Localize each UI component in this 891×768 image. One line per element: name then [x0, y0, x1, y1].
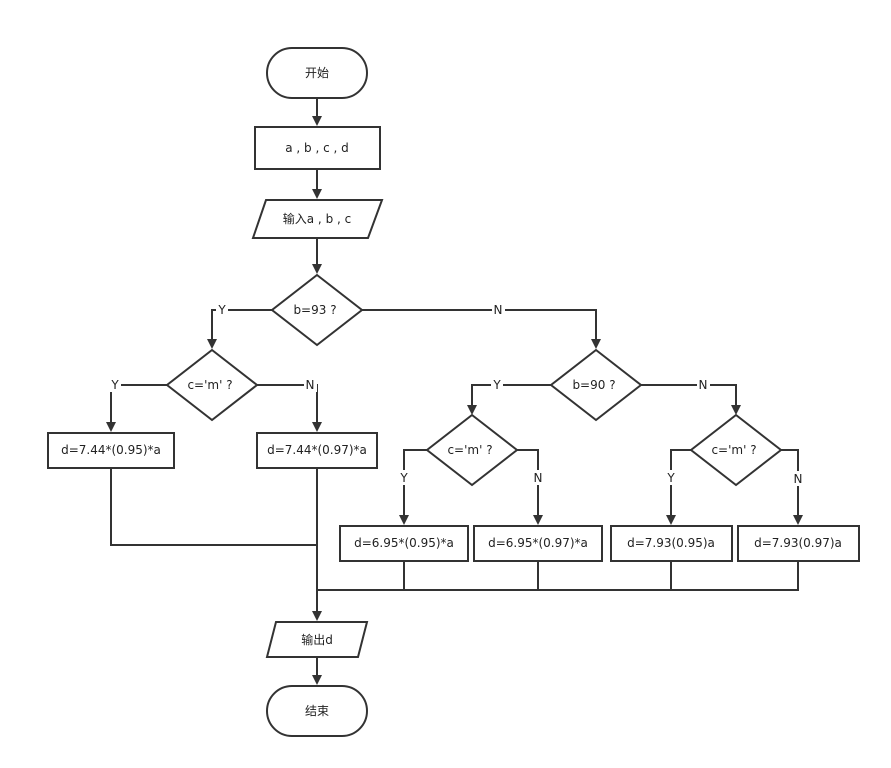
node-calc-744-95-label: d=7.44*(0.95)*a	[61, 443, 161, 457]
node-calc-695-95-label: d=6.95*(0.95)*a	[354, 536, 454, 550]
node-cond-c-right: c='m' ?	[689, 413, 783, 487]
node-cond-c-mid: c='m' ?	[425, 413, 519, 487]
node-input-label: 输入a , b , c	[283, 211, 351, 226]
node-calc-695-97: d=6.95*(0.97)*a	[473, 525, 603, 562]
node-declare: a , b , c , d	[254, 126, 381, 170]
node-cond-b90: b=90 ?	[549, 348, 643, 422]
edge-c-mid-no	[517, 449, 543, 525]
node-output: 输出d	[265, 621, 369, 658]
node-output-label: 输出d	[301, 632, 333, 647]
node-calc-744-97-label: d=7.44*(0.97)*a	[267, 443, 367, 457]
node-cond-c-mid-label: c='m' ?	[447, 443, 492, 457]
edge-merge-793-95	[538, 561, 672, 591]
node-end: 结束	[266, 685, 368, 737]
node-calc-695-97-label: d=6.95*(0.97)*a	[488, 536, 588, 550]
label-c-right-yes: Y	[666, 471, 675, 485]
label-c-mid-yes: Y	[399, 471, 408, 485]
node-start-label: 开始	[305, 66, 329, 80]
label-b90-yes: Y	[492, 378, 501, 392]
edge-merge-793-97	[671, 561, 799, 591]
node-cond-b93-label: b=93 ?	[293, 303, 336, 317]
edge-b90-yes	[467, 384, 551, 415]
node-calc-744-97: d=7.44*(0.97)*a	[256, 432, 378, 469]
node-input: 输入a , b , c	[251, 199, 384, 239]
node-cond-b93: b=93 ?	[270, 273, 364, 347]
node-calc-695-95: d=6.95*(0.95)*a	[339, 525, 469, 562]
edge-c-mid-yes	[399, 449, 427, 525]
node-cond-b90-label: b=90 ?	[572, 378, 615, 392]
label-c-left-yes: Y	[110, 378, 119, 392]
node-calc-793-97: d=7.93(0.97)a	[737, 525, 860, 562]
label-b90-no: N	[699, 378, 708, 392]
node-cond-c-left: c='m' ?	[165, 348, 259, 422]
node-calc-793-95: d=7.93(0.95)a	[610, 525, 733, 562]
node-cond-c-left-label: c='m' ?	[187, 378, 232, 392]
edge-b93-yes	[207, 309, 272, 349]
node-calc-744-95: d=7.44*(0.95)*a	[47, 432, 175, 469]
edge-merge-744-95	[110, 468, 317, 546]
label-c-left-no: N	[306, 378, 315, 392]
label-b93-no: N	[494, 303, 503, 317]
edge-c-right-yes	[666, 449, 691, 525]
edge-merge-695-97	[404, 561, 539, 591]
node-declare-label: a , b , c , d	[285, 141, 349, 155]
edge-b90-no	[641, 384, 741, 415]
label-c-mid-no: N	[534, 471, 543, 485]
label-b93-yes: Y	[217, 303, 226, 317]
node-end-label: 结束	[305, 704, 329, 718]
label-c-right-no: N	[794, 472, 803, 486]
node-start: 开始	[266, 47, 368, 99]
edge-b93-no	[362, 309, 601, 349]
node-calc-793-97-label: d=7.93(0.97)a	[754, 536, 842, 550]
node-calc-793-95-label: d=7.93(0.95)a	[627, 536, 715, 550]
connectors	[106, 98, 803, 685]
edge-merge-695-95	[317, 561, 405, 591]
edge-c-right-no	[781, 449, 803, 525]
node-cond-c-right-label: c='m' ?	[711, 443, 756, 457]
edge-labels: Y N Y N Y N Y N Y N	[109, 302, 804, 486]
